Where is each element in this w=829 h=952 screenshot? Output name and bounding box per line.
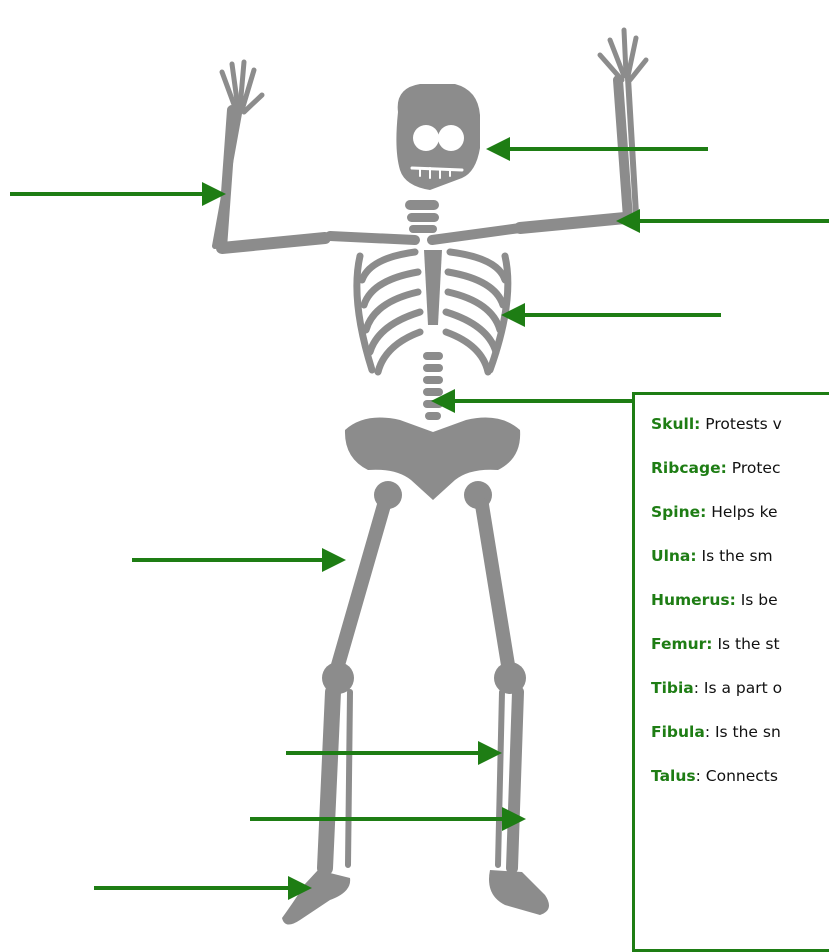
legend-text: Is be xyxy=(736,591,778,609)
legend-term: Ulna: xyxy=(651,547,697,565)
legend-term: Tibia xyxy=(651,679,694,697)
legend-item-talus: Talus: Connects xyxy=(651,767,778,785)
legend-term: Spine: xyxy=(651,503,706,521)
legend-text: : Connects xyxy=(696,767,778,785)
legend-box: Skull: Protests v Ribcage: Protec Spine:… xyxy=(632,392,829,952)
legend-term: Ribcage: xyxy=(651,459,727,477)
legend-text: : Is the sn xyxy=(705,723,781,741)
legend-text: Is the sm xyxy=(697,547,773,565)
legend-text: Helps ke xyxy=(706,503,777,521)
legend-text: : Is a part o xyxy=(694,679,782,697)
legend-item-fibula: Fibula: Is the sn xyxy=(651,723,781,741)
legend-item-ulna: Ulna: Is the sm xyxy=(651,547,773,565)
legend-item-ribcage: Ribcage: Protec xyxy=(651,459,780,477)
legend-term: Skull: xyxy=(651,415,700,433)
legend-term: Humerus: xyxy=(651,591,736,609)
legend-text: Protec xyxy=(727,459,781,477)
legend-item-tibia: Tibia: Is a part o xyxy=(651,679,782,697)
legend-item-femur: Femur: Is the st xyxy=(651,635,780,653)
legend-term: Fibula xyxy=(651,723,705,741)
legend-term: Talus xyxy=(651,767,696,785)
legend-text: Protests v xyxy=(700,415,781,433)
legend-term: Femur: xyxy=(651,635,713,653)
legend-item-humerus: Humerus: Is be xyxy=(651,591,778,609)
legend-item-skull: Skull: Protests v xyxy=(651,415,782,433)
legend-text: Is the st xyxy=(713,635,780,653)
legend-item-spine: Spine: Helps ke xyxy=(651,503,778,521)
